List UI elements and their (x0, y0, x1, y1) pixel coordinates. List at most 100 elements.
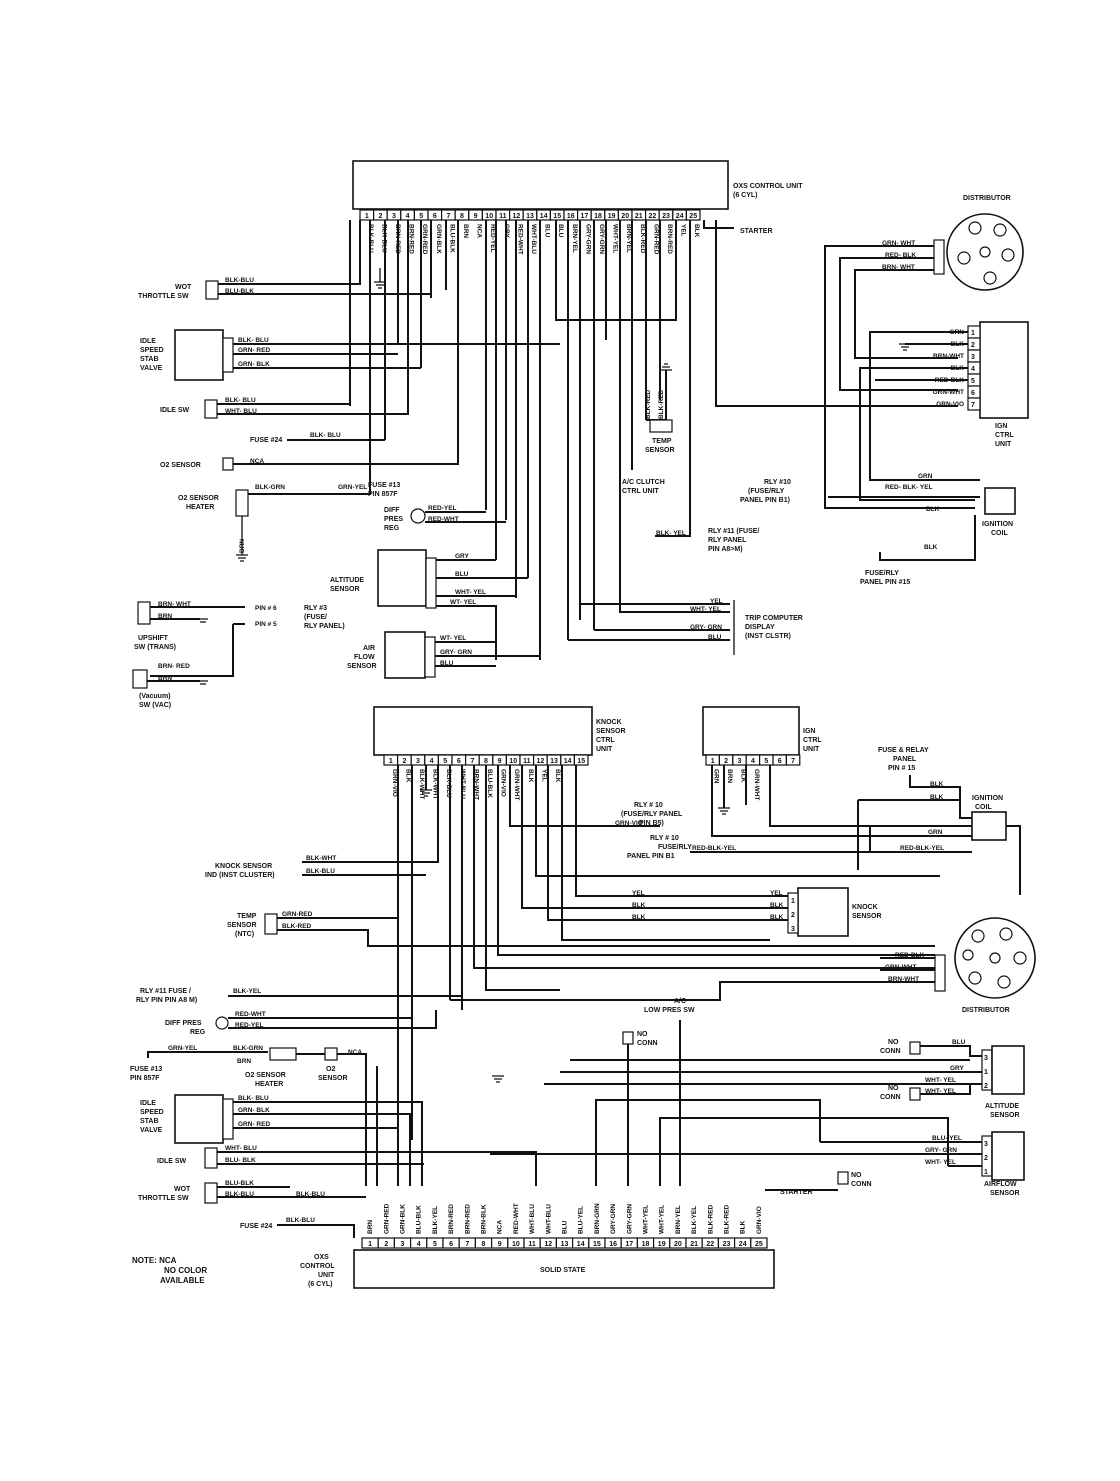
wire (302, 765, 439, 863)
idle-valve-box (174, 1094, 224, 1144)
trip-label: (INST CLSTR) (745, 633, 791, 640)
wire (547, 765, 788, 921)
wire-label: WHT- YEL (455, 589, 486, 596)
o2-heater-label: O2 SENSOR (178, 495, 219, 502)
pin-number: 25 (755, 1241, 763, 1248)
knock-ctrl-label: UNIT (596, 746, 613, 753)
idle-speed-stab-valve-top: IDLE SPEED STAB VALVE BLK- BLU GRN- RED … (140, 329, 560, 381)
wire (859, 367, 975, 501)
wire (854, 269, 958, 359)
ignition-coil-box (984, 487, 1016, 515)
pin-number: 1 (984, 1069, 988, 1076)
pin-number: 9 (474, 213, 478, 220)
ecu-title: OXS CONTROL UNIT (733, 183, 803, 190)
wire-label: GRN-YEL (338, 484, 367, 491)
idle-valve-label: SPEED (140, 347, 164, 354)
temp-label: TEMP (237, 913, 257, 920)
distributor-terminal (1001, 248, 1015, 262)
wire (277, 929, 935, 947)
idle-sw-label: IDLE SW (160, 407, 190, 414)
wire-label: GRN- WHT (882, 240, 915, 247)
knock-sensor-connector (787, 892, 799, 934)
pin-wire-label: NCA (497, 1220, 504, 1234)
wire-label: BLK-BLU (225, 277, 254, 284)
wire-label: GRN- RED (238, 1121, 270, 1128)
pin-number: 23 (723, 1241, 731, 1248)
vacuum-sw-connector (132, 669, 148, 689)
wire (879, 515, 976, 561)
wot-switch-connector (204, 1182, 218, 1204)
ignition-coil-top: GRN RED- BLK- YEL BLK IGNITION COIL RLY … (740, 473, 1016, 586)
idle-valve-label: VALVE (140, 365, 163, 372)
pin-wire-label: WHT-YEL (612, 224, 619, 253)
pin-wire-label: BLU (557, 224, 564, 238)
pin-wire-label: WHT-BLU (530, 224, 537, 254)
pin-wire-label: GRN-VIO (936, 401, 964, 408)
wire-label: RED-WHT (428, 516, 459, 523)
wire (535, 765, 940, 877)
pin-number: 2 (984, 1083, 988, 1090)
knock-sensor-ctrl-unit: KNOCK SENSOR CTRL UNIT 1GRN-VIO2BLK3BLK-… (373, 706, 626, 800)
wire (575, 765, 788, 897)
pin-number: 15 (593, 1241, 601, 1248)
pin-number: 3 (984, 1055, 988, 1062)
pin-wire-label: BLK-BLU (380, 224, 387, 253)
diff-press-connector (215, 1016, 229, 1030)
pin-label: PIN # 5 (255, 621, 277, 628)
nca-label: NCA (250, 458, 264, 465)
pin-wire-label: BLK (740, 1220, 747, 1234)
ground-icon (198, 680, 208, 685)
air-flow-sensor-box (384, 631, 426, 679)
o2-heater-connector (269, 1047, 297, 1061)
pin-wire-label: WHT-BLU (545, 1204, 552, 1234)
wire-label: GRN-RED (282, 911, 313, 918)
idle-valve-label: IDLE (140, 1100, 156, 1107)
wire (217, 352, 409, 415)
distributor-terminal (968, 221, 982, 235)
distributor-terminal (968, 971, 982, 985)
pin-wire-label: BLK-YEL (432, 1206, 439, 1234)
pin-number: 5 (443, 758, 447, 765)
wire-label: BLK-BLU (286, 1217, 315, 1224)
o2-heater-label: O2 SENSOR (245, 1072, 286, 1079)
altitude-connector (425, 557, 437, 609)
rly10a-label: PIN B5) (639, 820, 664, 827)
wire (509, 765, 660, 827)
idle-switch-connector (204, 1147, 218, 1169)
altitude-label: SENSOR (990, 1112, 1020, 1119)
pin-number: 10 (485, 213, 493, 220)
knock-sensor-label: SENSOR (852, 913, 882, 920)
pin-number: 3 (392, 213, 396, 220)
diff-press-reg-bottom: DIFF PRES REG RED-WHT RED-YEL (165, 1010, 437, 1036)
pin-number: 3 (738, 758, 742, 765)
wire-label: GRN- RED (238, 347, 270, 354)
ign-ctrl-label: IGN (803, 728, 815, 735)
wire (218, 220, 361, 285)
idle-valve-connector (222, 337, 234, 373)
ground-icon (420, 789, 432, 797)
ground-icon (236, 554, 248, 562)
wire (839, 257, 958, 391)
pin-number: 13 (550, 758, 558, 765)
fuse13-label: FUSE #13 (368, 482, 400, 489)
pin-number: 12 (537, 758, 545, 765)
pin-wire-label: BLK-RED (707, 1204, 714, 1234)
wire-label: GRN-VIO (615, 820, 643, 827)
ign-ctrl-unit-top: 1GRN2BLK3BRN-WHT4BLK5RED-BLK6GRN-WHT7GRN… (859, 321, 1029, 501)
o2-sensor-connector (222, 457, 234, 471)
ecu-label: UNIT (318, 1272, 335, 1279)
pin-number: 1 (971, 330, 975, 337)
wot-label: WOT (174, 1186, 191, 1193)
wire (920, 1045, 982, 1057)
rly11-label: RLY #11 FUSE / (140, 988, 191, 995)
pin-cell (967, 397, 981, 411)
wire-label: WHT- BLU (225, 408, 257, 415)
wire-label: BLK (770, 902, 784, 909)
wire-label: GRN-YEL (168, 1045, 197, 1052)
coil-label: COIL (991, 530, 1008, 537)
o2-heater-top: O2 SENSOR HEATER BLK-GRN GRN-YEL FUSE #1… (178, 282, 400, 555)
pin-number: 2 (984, 1155, 988, 1162)
starter-label: STARTER (740, 228, 773, 235)
pin-number: 22 (649, 213, 657, 220)
